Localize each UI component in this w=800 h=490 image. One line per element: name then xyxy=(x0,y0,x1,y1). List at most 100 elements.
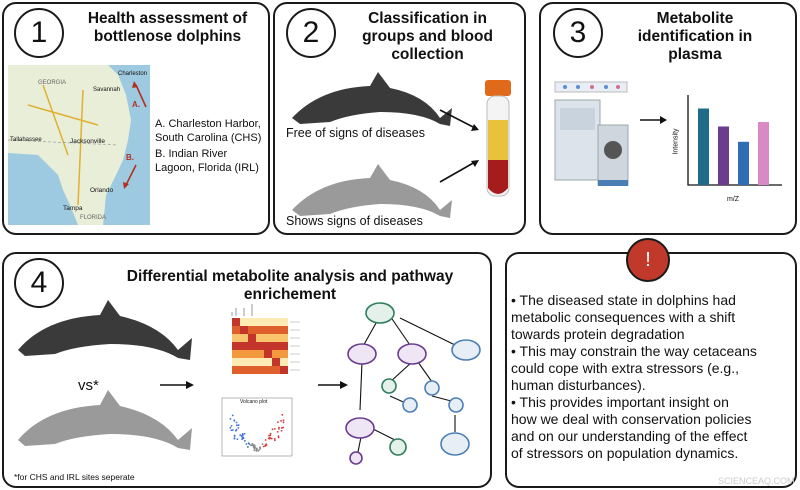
volcano-point xyxy=(276,421,279,424)
network-node xyxy=(365,302,395,324)
volcano-point xyxy=(268,434,270,437)
spectrum-bar xyxy=(718,126,729,185)
volcano-point xyxy=(280,420,282,422)
volcano-point xyxy=(241,433,244,435)
network-node xyxy=(451,339,481,361)
volcano-point xyxy=(271,428,274,431)
heatmap-cell xyxy=(232,366,240,374)
heatmap-cell xyxy=(240,334,248,342)
heatmap-cell xyxy=(272,358,280,366)
alert-symbol: ! xyxy=(645,248,651,271)
network-node xyxy=(381,378,397,394)
alert-icon: ! xyxy=(626,238,670,282)
volcano-point xyxy=(251,442,254,445)
volcano-point xyxy=(233,437,236,440)
heatmap-cell xyxy=(256,350,264,358)
network-edge xyxy=(389,315,413,349)
heatmap-cell xyxy=(280,326,288,334)
heatmap-cell xyxy=(248,342,256,350)
heatmap-cell xyxy=(264,366,272,374)
step-number-4: 4 xyxy=(14,258,64,308)
volcano-point xyxy=(264,439,267,441)
heatmap-cell xyxy=(280,334,288,342)
map-drawing xyxy=(8,65,150,225)
heatmap-dendrogram xyxy=(231,304,253,316)
volcano-point xyxy=(237,424,240,426)
spectrum-plot xyxy=(687,95,782,186)
step-number-3: 3 xyxy=(553,8,603,58)
volcano-point xyxy=(241,438,243,441)
heatmap-cell xyxy=(256,366,264,374)
blood-tube-icon xyxy=(485,80,511,197)
spectrum-bar xyxy=(698,108,709,185)
heatmap-cell xyxy=(280,358,288,366)
heatmap-cell xyxy=(256,358,264,366)
volcano-point xyxy=(247,442,250,445)
heatmap-cell xyxy=(280,318,288,326)
panel-conclusion xyxy=(505,252,797,488)
volcano-point xyxy=(229,417,232,420)
heatmap-cell xyxy=(232,334,240,342)
heatmap-cell xyxy=(240,318,248,326)
volcano-point xyxy=(265,444,268,446)
volcano-point xyxy=(259,446,261,449)
volcano-point xyxy=(255,448,258,451)
volcano-point xyxy=(269,437,271,439)
volcano-point xyxy=(236,438,239,441)
arrow-healthy-to-tube xyxy=(439,109,476,129)
network-node xyxy=(345,417,375,439)
heatmap-cell xyxy=(272,326,280,334)
volcano-point xyxy=(281,413,284,416)
heatmap-cell xyxy=(280,350,288,358)
volcano-point xyxy=(262,445,265,448)
volcano-point xyxy=(229,426,232,429)
heatmap-cell xyxy=(232,358,240,366)
volcano-point xyxy=(258,448,261,451)
network-node xyxy=(440,432,470,456)
volcano-point xyxy=(282,426,285,429)
volcano-point xyxy=(245,443,248,445)
network-node xyxy=(347,343,377,365)
dolphin-diseased-icon xyxy=(292,164,452,218)
network-edge xyxy=(417,361,433,383)
volcano-point xyxy=(282,419,285,422)
heatmap-cell xyxy=(248,350,256,358)
heatmap-cell xyxy=(264,318,272,326)
volcano-point xyxy=(273,428,276,430)
heatmap-cell xyxy=(256,342,264,350)
network-edge xyxy=(399,317,456,346)
spectrum-xlabel: m/Z xyxy=(727,196,740,203)
heatmap-cell xyxy=(264,358,272,366)
mass-spectrometer-icon xyxy=(554,99,629,186)
volcano-point xyxy=(278,426,280,429)
heatmap-cell xyxy=(240,326,248,334)
volcano-point xyxy=(239,434,242,436)
network-node xyxy=(424,380,440,396)
map-marker-a: A. xyxy=(132,100,140,109)
spectrum-bar xyxy=(738,141,749,185)
heatmap-cell xyxy=(240,358,248,366)
heatmap-cell xyxy=(280,366,288,374)
map-arrows xyxy=(123,81,147,189)
heatmap-cell xyxy=(248,358,256,366)
heatmap-cell xyxy=(256,326,264,334)
spectrum-axes xyxy=(687,95,782,186)
heatmap-cell xyxy=(280,342,288,350)
heatmap-cell xyxy=(232,318,240,326)
volcano-point xyxy=(234,429,237,432)
volcano-point xyxy=(277,435,280,438)
heatmap-cell xyxy=(256,318,264,326)
spectrum-bar xyxy=(758,122,769,185)
network-node xyxy=(389,438,407,456)
pathway-network xyxy=(345,302,481,465)
volcano-point xyxy=(264,445,267,447)
heatmap-cell xyxy=(264,350,272,358)
